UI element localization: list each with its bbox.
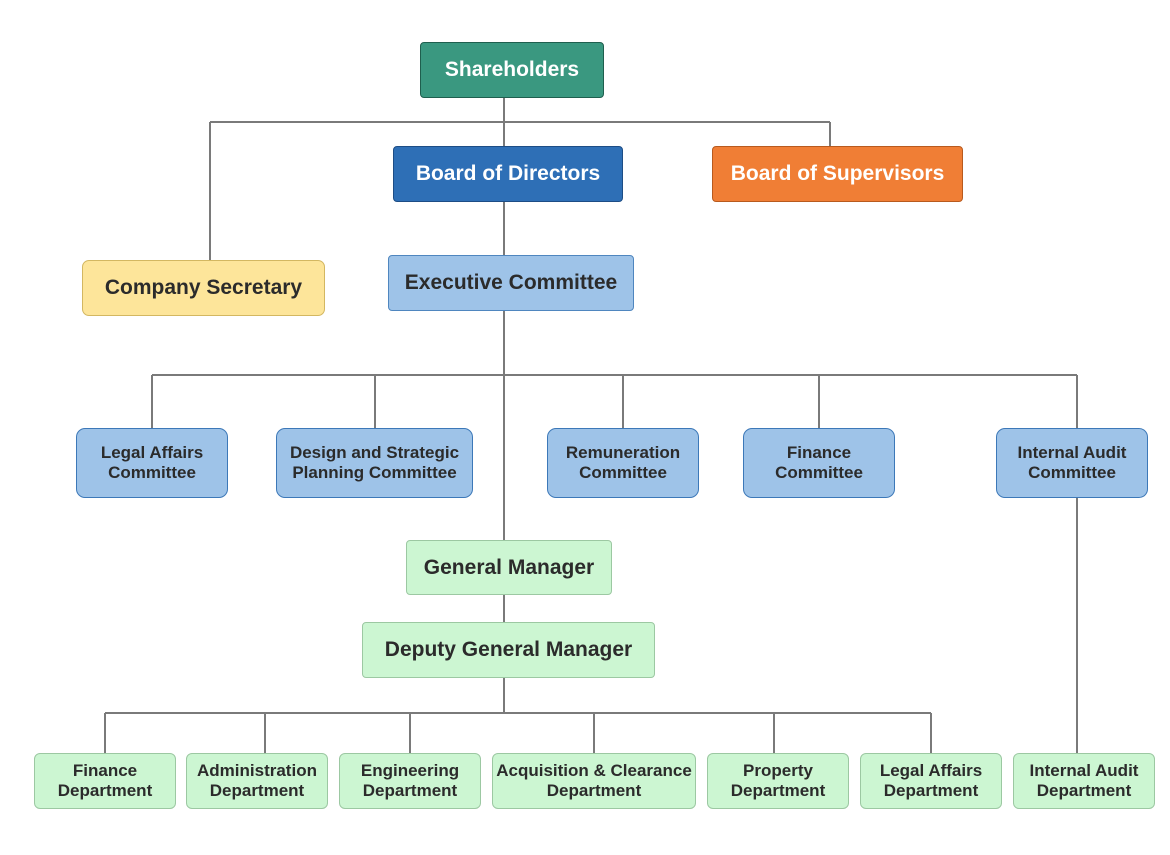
board-of-supervisors-label: Board of Supervisors (730, 162, 945, 186)
remuneration-committee-label: Remuneration Committee (565, 442, 681, 482)
internal-audit-committee-box: Internal Audit Committee (996, 428, 1148, 498)
design-planning-committee-box: Design and Strategic Planning Committee (276, 428, 473, 498)
company-secretary-box: Company Secretary (82, 260, 325, 316)
internal-audit-committee-label: Internal Audit Committee (1017, 442, 1127, 482)
executive-committee-box: Executive Committee (388, 255, 634, 311)
finance-committee-label: Finance Committee (775, 442, 863, 482)
board-of-directors-label: Board of Directors (415, 162, 601, 186)
legal-affairs-committee-box: Legal Affairs Committee (76, 428, 228, 498)
company-secretary-label: Company Secretary (104, 276, 303, 300)
administration-department-label: Administration Department (197, 760, 317, 800)
property-department-label: Property Department (730, 760, 826, 800)
legal-affairs-committee-label: Legal Affairs Committee (100, 442, 204, 482)
board-of-directors-box: Board of Directors (393, 146, 623, 202)
general-manager-box: General Manager (406, 540, 612, 595)
internal-audit-department-box: Internal Audit Department (1013, 753, 1155, 809)
finance-committee-box: Finance Committee (743, 428, 895, 498)
legal-affairs-department-label: Legal Affairs Department (879, 760, 983, 800)
deputy-general-manager-label: Deputy General Manager (384, 638, 633, 662)
engineering-department-box: Engineering Department (339, 753, 481, 809)
shareholders-label: Shareholders (444, 58, 580, 82)
finance-department-label: Finance Department (57, 760, 153, 800)
executive-committee-label: Executive Committee (404, 271, 618, 295)
remuneration-committee-box: Remuneration Committee (547, 428, 699, 498)
acquisition-clearance-department-label: Acquisition & Clearance Department (496, 760, 692, 800)
design-planning-committee-label: Design and Strategic Planning Committee (289, 442, 460, 482)
deputy-general-manager-box: Deputy General Manager (362, 622, 655, 678)
legal-affairs-department-box: Legal Affairs Department (860, 753, 1002, 809)
general-manager-label: General Manager (423, 555, 595, 579)
property-department-box: Property Department (707, 753, 849, 809)
engineering-department-label: Engineering Department (360, 760, 460, 800)
acquisition-clearance-department-box: Acquisition & Clearance Department (492, 753, 696, 809)
shareholders-box: Shareholders (420, 42, 604, 98)
board-of-supervisors-box: Board of Supervisors (712, 146, 963, 202)
internal-audit-department-label: Internal Audit Department (1029, 760, 1139, 800)
administration-department-box: Administration Department (186, 753, 328, 809)
finance-department-box: Finance Department (34, 753, 176, 809)
